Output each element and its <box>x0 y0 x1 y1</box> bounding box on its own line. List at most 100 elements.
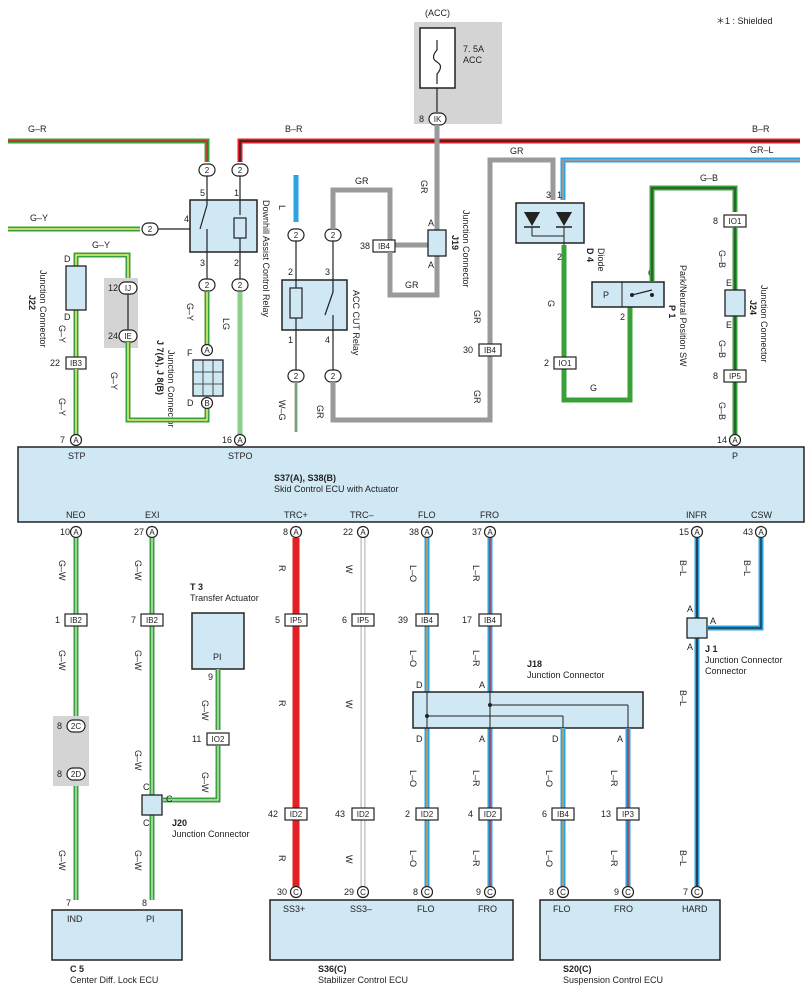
svg-text:39: 39 <box>398 615 408 625</box>
svg-text:1: 1 <box>55 615 60 625</box>
svg-text:D: D <box>416 734 423 744</box>
shield-note: ＊1 : Shielded <box>716 16 773 26</box>
pin-stpo-label: STPO <box>228 451 253 461</box>
wire-label-g-y-j7: G–Y <box>185 303 195 321</box>
d4-body <box>515 202 585 244</box>
wire-label-g-y-left: G–Y <box>30 213 48 223</box>
j1-block <box>686 617 708 639</box>
pin-p <box>728 433 742 447</box>
j20-block <box>141 794 163 816</box>
main-ecu-body <box>17 446 805 523</box>
wire-label-w-3: W <box>344 855 354 864</box>
svg-text:B: B <box>204 399 209 408</box>
svg-text:7: 7 <box>683 887 688 897</box>
pin-p-num: 14 <box>717 435 727 445</box>
wire-label-l-r-4: L–R <box>471 850 481 867</box>
s20-body <box>539 899 721 961</box>
conn-2-relay2-c <box>287 369 305 383</box>
svg-text:A: A <box>428 260 434 270</box>
wire-label-gr-5: GR <box>510 146 524 156</box>
svg-text:D: D <box>416 680 423 690</box>
svg-text:3: 3 <box>325 267 330 277</box>
c5-pin2-num: 8 <box>142 898 147 908</box>
c5-body <box>51 909 183 961</box>
ip5-conn-p: IP5 <box>729 372 742 381</box>
s36-pin4-label: FRO <box>478 904 497 914</box>
j19-name: Junction Connector <box>461 210 471 288</box>
diode-icon-2 <box>556 212 572 226</box>
svg-text:9: 9 <box>614 887 619 897</box>
conn-2-relay1-1 <box>231 163 249 177</box>
conn-2-relay1-2 <box>231 278 249 292</box>
fuse-pin-num: 8 <box>419 114 424 124</box>
svg-text:17: 17 <box>462 615 472 625</box>
ib2-conn-1: IB2 <box>70 616 83 625</box>
wire-label-g-y-j22c: G–Y <box>57 325 67 343</box>
wire-label-w-2: W <box>344 700 354 709</box>
fuse-circuit-label: (ACC) <box>425 8 450 18</box>
conn-2-relay2-b <box>324 228 342 242</box>
ib3-conn: IB3 <box>70 359 83 368</box>
wire-g-r-top <box>8 138 210 162</box>
id2-conn-lr: ID2 <box>484 810 497 819</box>
svg-text:F: F <box>187 348 193 358</box>
svg-text:TRC–: TRC– <box>350 510 374 520</box>
ij-conn: IJ <box>125 284 131 293</box>
j22-block <box>65 265 87 311</box>
svg-text:1: 1 <box>288 335 293 345</box>
j19-code: J19 <box>450 235 460 250</box>
svg-text:3: 3 <box>546 190 551 200</box>
j1-name: Junction Connector <box>705 655 783 665</box>
svg-text:A: A <box>479 680 485 690</box>
conn-2-relay1-3 <box>198 278 216 292</box>
svg-text:A: A <box>204 346 210 355</box>
wire-label-gr-2: GR <box>315 405 325 419</box>
c5-code: C 5 <box>70 964 84 974</box>
wire-label-g-1: G <box>546 300 556 307</box>
pin-stp-num: 7 <box>60 435 65 445</box>
wire-label-r-3: R <box>277 855 287 862</box>
wire-label-gr-fuse: GR <box>419 180 429 194</box>
wire-label-gr-l: GR–L <box>750 145 774 155</box>
s36-body <box>269 899 514 961</box>
wire-label-g-y-j22: G–Y <box>92 240 110 250</box>
d4-code: D 4 <box>585 248 595 262</box>
wire-label-w-1: W <box>344 565 354 574</box>
io1-conn-gb: IO1 <box>729 217 742 226</box>
svg-text:42: 42 <box>268 809 278 819</box>
j22-code: J22 <box>27 295 37 310</box>
wire-label-g-b-3: G–B <box>717 340 727 358</box>
t3-name: Transfer Actuator <box>190 593 259 603</box>
svg-text:2: 2 <box>544 358 549 368</box>
svg-text:8: 8 <box>57 769 62 779</box>
ik-conn-label: IK <box>434 115 442 124</box>
ib4-conn-lr: IB4 <box>484 616 497 625</box>
svg-text:1: 1 <box>557 190 562 200</box>
svg-text:11: 11 <box>192 734 201 744</box>
j24-name: Junction Connector <box>759 285 769 363</box>
svg-text:NEO: NEO <box>66 510 86 520</box>
j1-code: J 1 <box>705 644 718 654</box>
ecu-bottom-pins: 30 29 8 9 8 9 7 <box>277 885 704 899</box>
fuse-name: ACC <box>463 55 483 65</box>
wire-label-g-w-7: G–W <box>133 850 143 871</box>
wire-label-g-r: G–R <box>28 124 47 134</box>
svg-text:C: C <box>166 794 173 804</box>
wire-label-g-w-6: G–W <box>133 750 143 771</box>
id2-conn-w: ID2 <box>357 810 370 819</box>
ip5-conn-r: IP5 <box>290 616 303 625</box>
svg-text:2: 2 <box>405 809 410 819</box>
pin-stp-label: STP <box>68 451 86 461</box>
svg-text:8: 8 <box>413 887 418 897</box>
wire-label-g-w-3: G–W <box>57 850 67 871</box>
svg-text:8: 8 <box>713 216 718 226</box>
wire-label-l-o-6: L–O <box>544 850 554 867</box>
j20-code: J20 <box>172 818 187 828</box>
wire-label-l-r-1: L–R <box>471 565 481 582</box>
wire-label-g-w-4: G–W <box>133 560 143 581</box>
j19-block <box>427 229 447 257</box>
ib4-conn-susp: IB4 <box>557 810 570 819</box>
wire-label-l-r-2: L–R <box>471 650 481 667</box>
s36-name: Stabilizer Control ECU <box>318 975 408 985</box>
pin-p-label: P <box>732 451 738 461</box>
